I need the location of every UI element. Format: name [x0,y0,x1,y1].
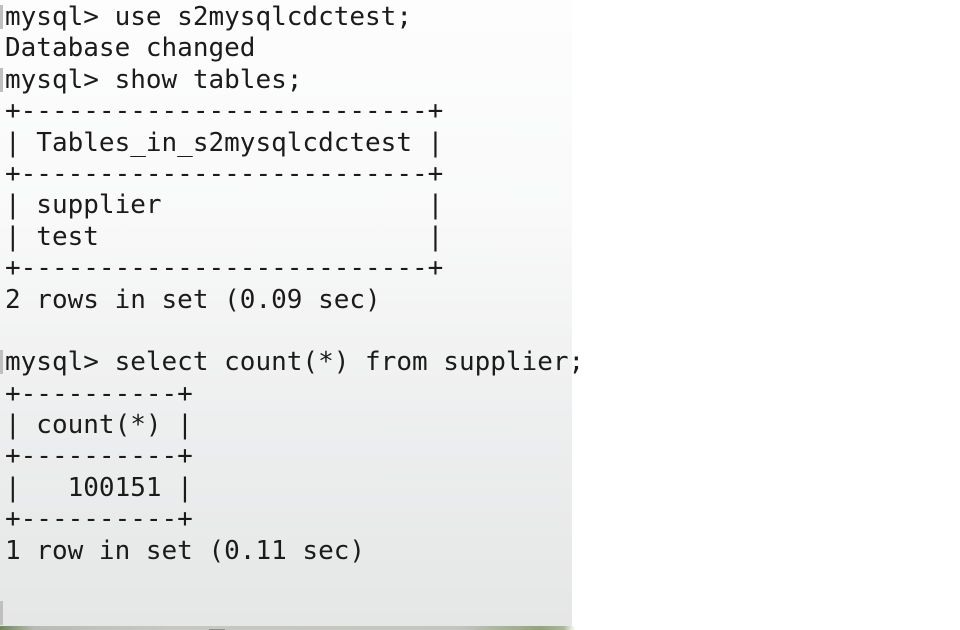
count-table-border-mid: +----------+ [5,441,193,472]
tables-table-border-top: +--------------------------+ [5,96,444,127]
tables-table-row-supplier: | supplier | [5,190,444,221]
tables-result-status: 2 rows in set (0.09 sec) [5,284,381,315]
count-result-status: 1 row in set (0.11 sec) [5,535,366,566]
count-table-value: | 100151 | [5,472,193,503]
command-select-count: mysql> select count(*) from supplier; [0,347,960,378]
count-table-border-top: +----------+ [5,378,193,409]
tables-table-border-bottom: +--------------------------+ [5,253,444,284]
tables-table-header: | Tables_in_s2mysqlcdctest | [5,127,444,158]
blank-line [5,316,960,347]
command-use-database: mysql> use s2mysqlcdctest; [0,2,960,33]
blank-line [5,567,960,598]
tables-table-row-test: | test | [5,221,444,252]
count-table-border-bottom: +----------+ [5,504,193,535]
output-database-changed: Database changed [5,33,256,64]
tables-table-border-mid: +--------------------------+ [5,158,444,189]
active-prompt-line: mysql> [0,598,960,630]
command-show-tables: mysql> show tables; [0,65,960,96]
terminal-cursor[interactable] [208,628,225,630]
count-table-header: | count(*) | [5,410,193,441]
